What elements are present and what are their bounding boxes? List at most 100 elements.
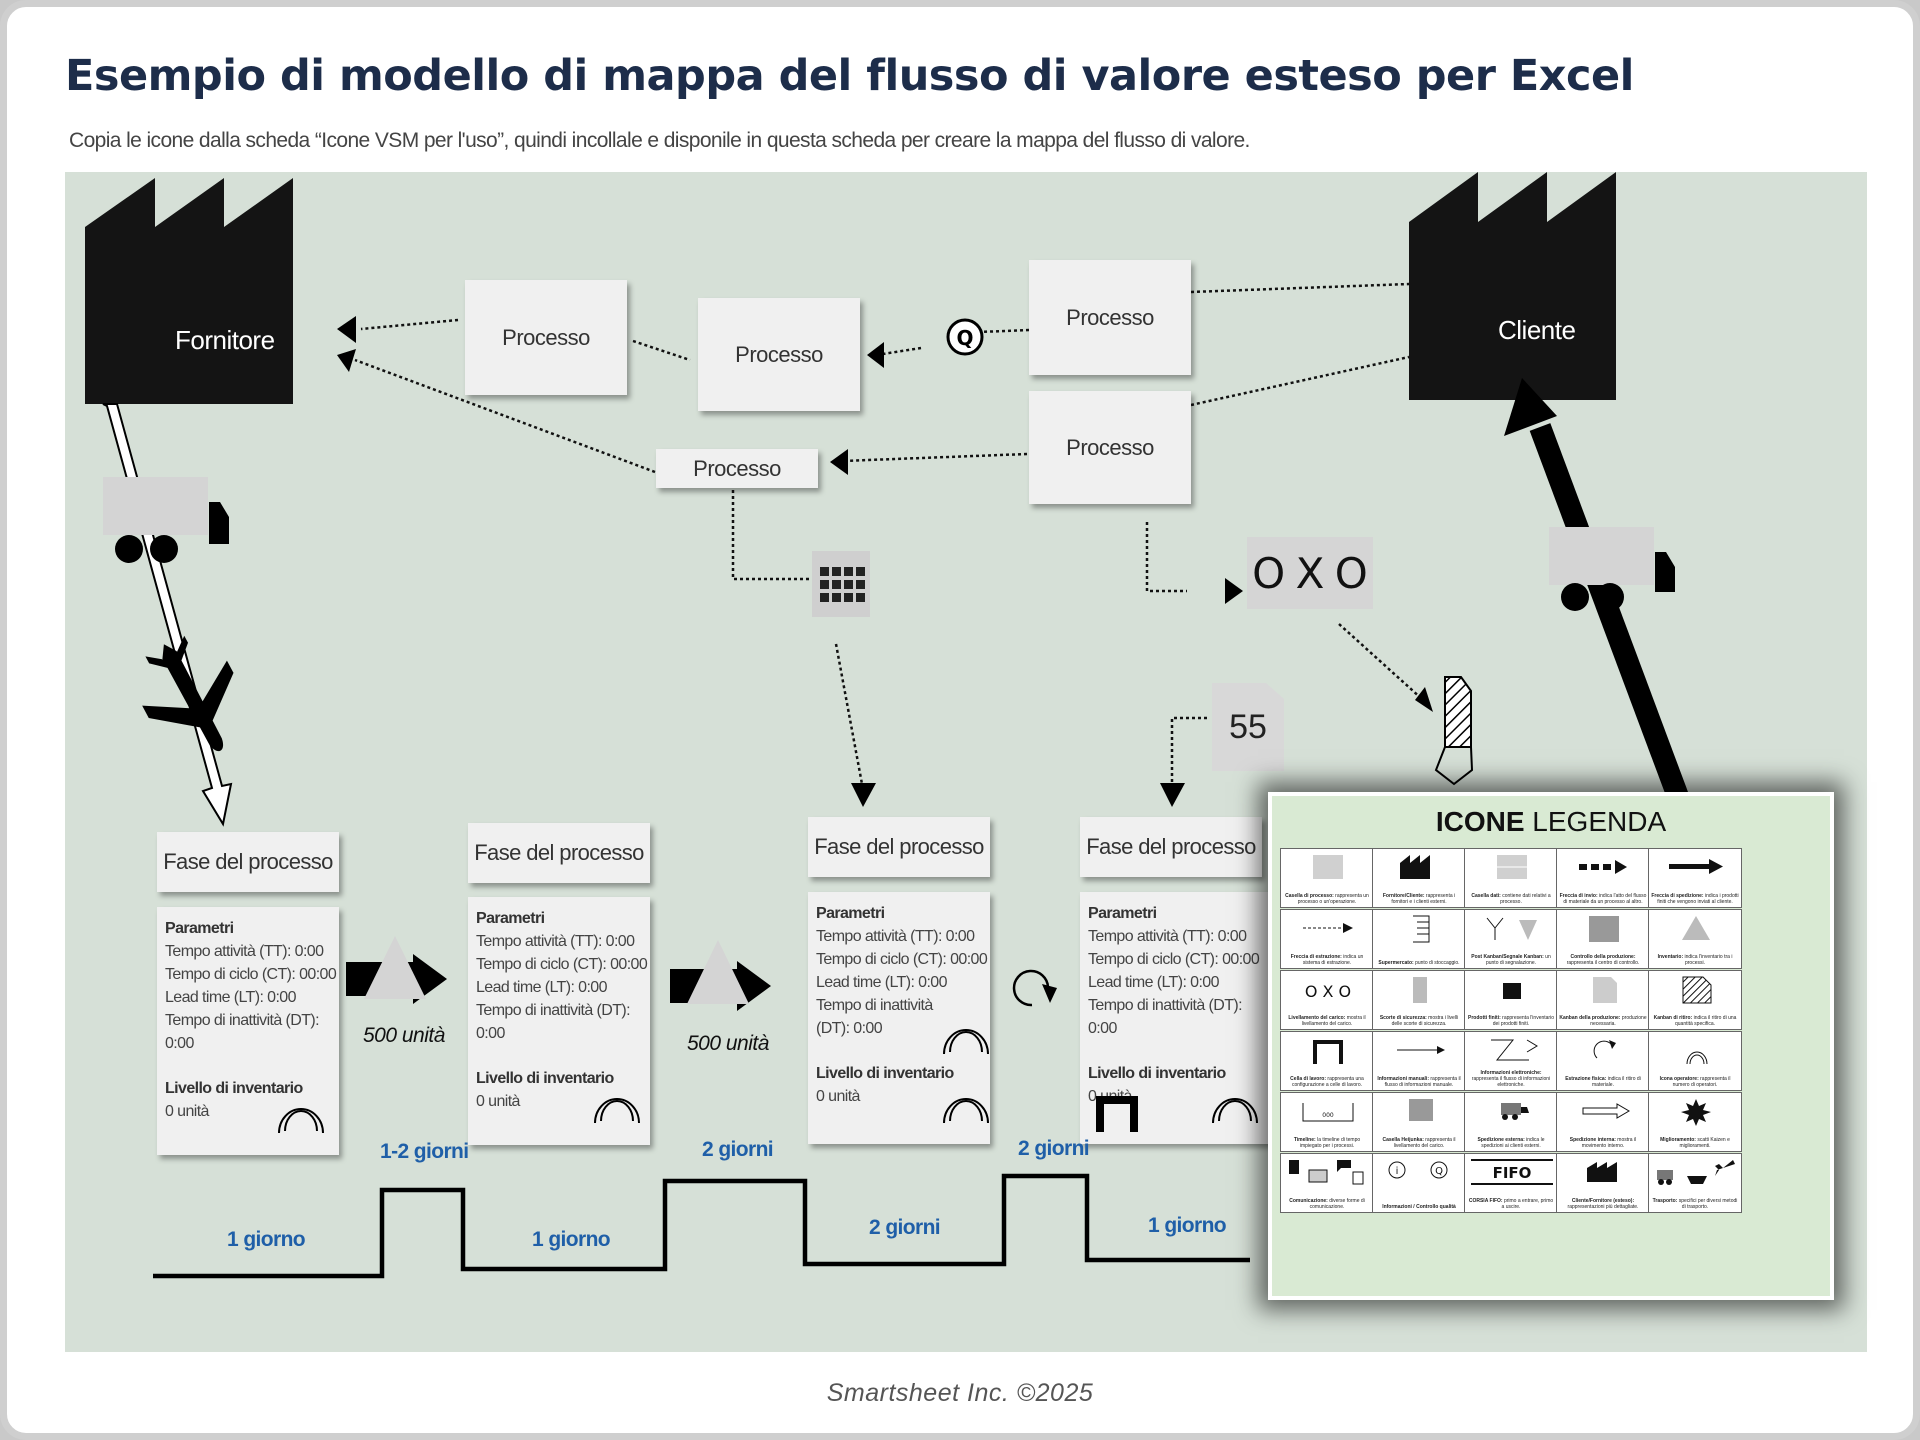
legend-cell: Informazioni elettroniche: rappresenta i… [1464, 1031, 1558, 1091]
legend-caption: Scorte di sicurezza: mostra i livelli de… [1375, 1015, 1463, 1027]
arrowhead-icon [337, 349, 356, 372]
truck-icon [103, 477, 229, 563]
legend-caption: Prodotti finiti: rappresenta l'inventari… [1467, 1015, 1555, 1027]
legend-caption-title: Kanban di ritiro: [1653, 1015, 1693, 1021]
param-tt: Tempo attività (TT): 0:00 [1088, 928, 1247, 945]
arrowhead-icon [867, 342, 884, 368]
external-shipment-icon [1501, 1103, 1529, 1120]
airplane-icon [142, 635, 234, 752]
process-box[interactable]: Processo [1029, 391, 1191, 504]
footer-copyright: Smartsheet Inc. ©2025 [826, 1379, 1094, 1407]
legend-caption-title: Casella dati: [1471, 893, 1501, 899]
param-lt: Lead time (LT): 0:00 [476, 979, 607, 996]
legend-caption-title: Cella di lavoro: [1290, 1076, 1327, 1082]
legend-caption-text: rappresenta un processo o un'operazione. [1297, 893, 1369, 905]
legend-cell: O X O Livellamento del carico: mostra il … [1280, 970, 1374, 1030]
legend-caption-text: rappresentazioni più dettagliate. [1567, 1204, 1639, 1210]
process-box[interactable]: Processo [698, 298, 860, 411]
finished-goods-icon [1503, 983, 1521, 999]
legend-caption: Casella dati: contiene dati relativi a p… [1467, 893, 1555, 905]
legend-caption-text: rappresenta il numero di operatori. [1672, 1076, 1731, 1088]
arrowhead-icon [851, 783, 876, 807]
legend-caption: Kanban di ritiro: indica il ritiro di un… [1651, 1015, 1739, 1027]
params-title: Parametri [1088, 905, 1157, 922]
fifo-icon: FIFO [1471, 1159, 1553, 1185]
legend-caption-text: mostra il movimento interno. [1581, 1137, 1637, 1149]
push-arrow-icon [346, 936, 447, 1004]
legend-caption-title: Supermercato: [1378, 960, 1414, 966]
inventory-title: Livello di inventario [476, 1070, 614, 1087]
info-line [354, 358, 656, 474]
legend-caption: Spedizione esterna: indica le spedizioni… [1467, 1137, 1555, 1149]
param-dt: Tempo di inattività (DT): 0:00 [476, 1002, 631, 1042]
legend-caption: Miglioramento: scatti Kaizen e miglioram… [1651, 1137, 1739, 1149]
legend-caption-title: Cliente/Fornitore (esteso): [1571, 1198, 1635, 1204]
transport-icon [1657, 1160, 1735, 1185]
legend-caption-text: la timeline di tempo impiegato per i pro… [1299, 1137, 1361, 1149]
legend-caption: Cliente/Fornitore (esteso): rappresentaz… [1559, 1198, 1647, 1210]
icon-legend: ICONE LEGENDA Casella di processo: rappr… [1268, 792, 1834, 1300]
legend-caption-text: produzione necessaria. [1590, 1015, 1647, 1027]
operator-icon [278, 1108, 324, 1134]
param-tt: Tempo attività (TT): 0:00 [816, 928, 975, 945]
legend-cell: Estrazione fisica: indica il ritiro di m… [1556, 1031, 1650, 1091]
arrowhead-icon [337, 316, 356, 343]
page-title: Esempio di modello di mappa del flusso d… [65, 51, 1634, 101]
process-step-header[interactable]: Fase del processo [468, 823, 650, 883]
info-line [834, 643, 864, 785]
push-arrow-icon [670, 940, 771, 1011]
production-kanban-icon [1593, 977, 1617, 1003]
legend-cell: Freccia di spedizione: indica i prodotti… [1648, 848, 1742, 908]
legend-cell: Freccia di invio: indica l'atto del flus… [1556, 848, 1650, 908]
legend-caption-text: indica l'inventario tra i processi. [1683, 954, 1733, 966]
inventory-value: 0 unità [476, 1093, 520, 1110]
process-step-title: Fase del processo [1086, 834, 1256, 859]
work-cell-icon [1096, 1096, 1138, 1132]
process-box[interactable]: Processo [465, 280, 627, 395]
legend-caption-text: diverse forme di comunicazione. [1309, 1198, 1365, 1210]
legend-caption: CORSIA FIFO: primo a entrare, primo a us… [1467, 1198, 1555, 1210]
info-line [360, 318, 459, 331]
legend-caption-title: Icona operatore: [1659, 1076, 1699, 1082]
legend-cell: Informazioni manuali: rappresenta il flu… [1372, 1031, 1466, 1091]
kanban-quantity: 55 [1229, 707, 1267, 746]
param-dt: Tempo di inattività (DT): 0:00 [1088, 997, 1243, 1037]
info-line [841, 452, 1028, 463]
pull-arrow-icon [1303, 923, 1353, 933]
legend-caption-title: Comunicazione: [1289, 1198, 1328, 1204]
communication-icon [1289, 1160, 1364, 1185]
legend-caption: Cella di lavoro: rappresenta una configu… [1283, 1076, 1371, 1088]
param-dt: Tempo di inattività (DT): 0:00 [165, 1012, 320, 1052]
legend-caption-title: Inventario: [1657, 954, 1684, 960]
operator-icon [1212, 1098, 1258, 1124]
legend-cell: Controllo della produzione: rappresenta … [1556, 909, 1650, 969]
process-box-label: Processo [1066, 304, 1154, 330]
process-step-title: Fase del processo [814, 834, 984, 859]
physical-pull-icon [1012, 969, 1057, 1007]
legend-caption-text: rappresenta una configurazione a celle d… [1291, 1076, 1364, 1088]
legend-caption-title: Prodotti finiti: [1468, 1015, 1501, 1021]
operator-icon [943, 1029, 989, 1055]
legend-caption: Estrazione fisica: indica il ritiro di m… [1559, 1076, 1647, 1088]
process-step-header[interactable]: Fase del processo [1080, 817, 1262, 877]
legend-cell: Trasporto: specifici per diversi metodi … [1648, 1153, 1742, 1213]
operator-icon [1686, 1051, 1708, 1065]
legend-caption-text: mostra il livellamento del carico. [1301, 1015, 1366, 1027]
legend-caption: Kanban della produzione: produzione nece… [1559, 1015, 1647, 1027]
process-step-title: Fase del processo [163, 849, 333, 874]
legend-caption-text: contiene dati relativi a processo. [1500, 893, 1551, 905]
process-box[interactable]: Processo [1029, 260, 1191, 375]
inventory-icon [1682, 916, 1710, 940]
legend-caption-text: indica i prodotti finiti che vengono inv… [1657, 893, 1739, 905]
process-step-header[interactable]: Fase del processo [157, 832, 339, 892]
legend-caption-text: specifici per diversi metodi di trasport… [1677, 1198, 1738, 1210]
svg-text:O X O: O X O [1305, 982, 1351, 1001]
process-box[interactable]: Processo [656, 449, 818, 488]
param-lt: Lead time (LT): 0:00 [1088, 974, 1219, 991]
legend-caption: Freccia di estrazione: indica un sistema… [1283, 954, 1371, 966]
process-step-header[interactable]: Fase del processo [808, 817, 990, 877]
legend-caption-title: Livellamento del carico: [1288, 1015, 1346, 1021]
inventory-value: 0 unità [165, 1103, 209, 1120]
production-control-icon [1589, 916, 1619, 942]
